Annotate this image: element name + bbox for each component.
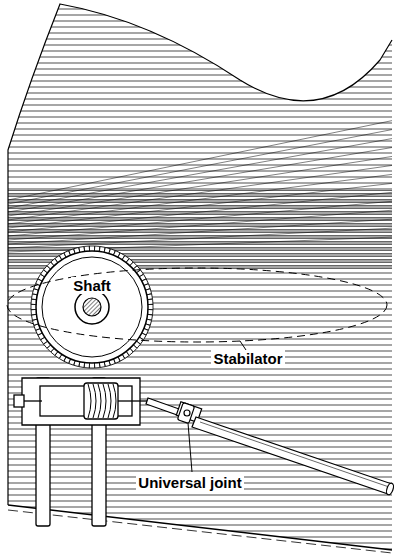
skin-line [8,156,395,216]
fuselage-bottom-dash [8,510,392,553]
skin-line [8,237,395,252]
fuselage-bottom [8,505,392,550]
shaft-collar [75,290,109,324]
part-label: Stabilator [211,350,284,367]
shaft-section [83,298,101,316]
gear-teeth [31,246,153,368]
part-label: Universal joint [136,474,243,491]
worm-thread [103,384,106,418]
tail-outline [8,4,392,505]
skin-line [8,174,395,224]
leader-line [188,423,192,472]
worm-thread [88,384,91,418]
worm-thread [93,384,96,418]
gear-wheel [36,251,148,363]
stabilator-outline [7,268,387,342]
part-label: Shaft [71,277,113,294]
worm-thread [113,384,116,418]
skin-line [8,228,395,248]
worm-thread [98,384,101,418]
skin-line [8,210,395,240]
skin-line [8,192,395,232]
worm-thread [108,384,111,418]
skin-line [8,183,395,228]
skin-line [8,147,395,212]
gear-rim [42,257,142,357]
skin-line [8,219,395,244]
universal-joint [177,403,194,424]
worm-gearbox [14,378,150,526]
skin-line [8,120,395,200]
